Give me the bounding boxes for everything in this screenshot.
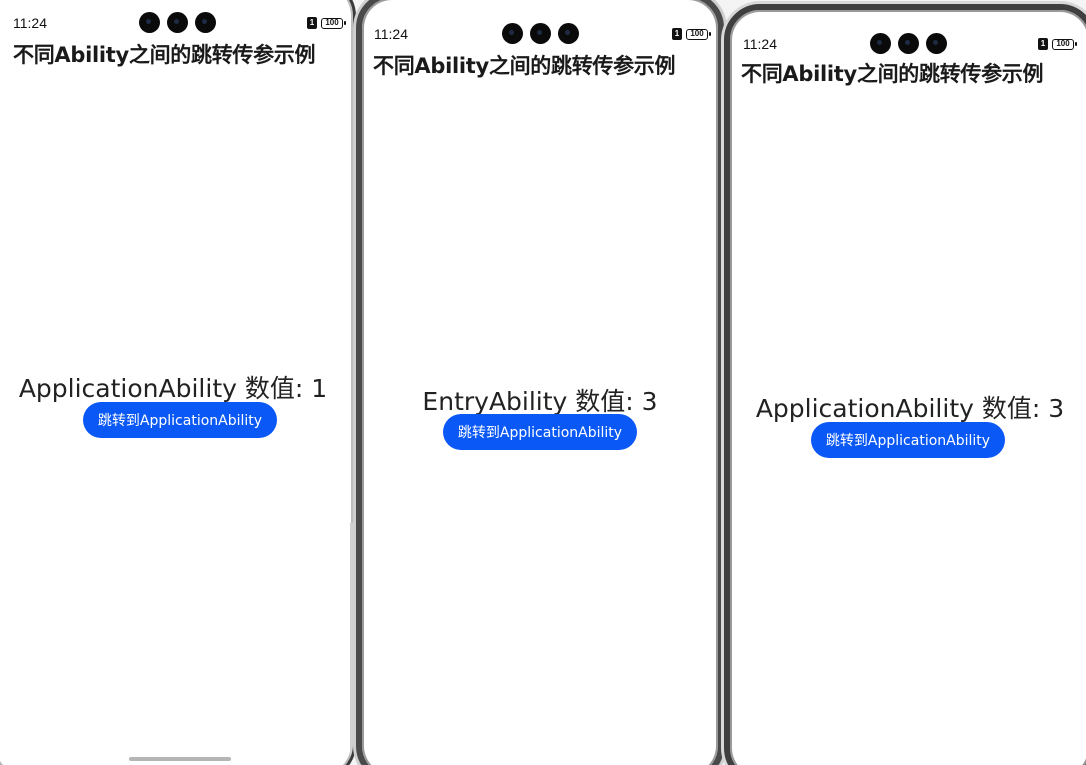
status-icons: 1 100	[307, 17, 346, 29]
ability-value-text: EntryAbility 数值: 3	[422, 387, 658, 416]
sim-icon: 1	[1038, 38, 1048, 50]
phone-screen-1: 11:24 1 100 不同Ability之间的跳转传参示例 Applicati…	[0, 0, 356, 765]
jump-to-application-ability-button[interactable]: 跳转到ApplicationAbility	[811, 422, 1005, 458]
camera-icon	[139, 12, 160, 33]
home-indicator[interactable]	[129, 757, 231, 761]
camera-icon	[558, 23, 579, 44]
camera-cutout	[139, 12, 216, 33]
battery-icon: 100	[321, 17, 346, 29]
status-icons: 1 100	[1038, 38, 1077, 50]
phone-screen-2: 11:24 1 100 不同Ability之间的跳转传参示例 EntryAbil…	[356, 0, 724, 765]
status-icons: 1 100	[672, 28, 711, 40]
ability-value-text: ApplicationAbility 数值: 3	[755, 394, 1065, 423]
page-title: 不同Ability之间的跳转传参示例	[13, 43, 316, 67]
status-bar: 11:24 1 100	[362, 22, 718, 50]
camera-icon	[195, 12, 216, 33]
camera-cutout	[502, 23, 579, 44]
status-time: 11:24	[743, 36, 777, 52]
camera-icon	[898, 33, 919, 54]
camera-cutout	[870, 33, 947, 54]
status-bar: 11:24 1 100	[730, 32, 1086, 60]
camera-icon	[926, 33, 947, 54]
jump-to-application-ability-button[interactable]: 跳转到ApplicationAbility	[443, 414, 637, 450]
camera-icon	[530, 23, 551, 44]
status-time: 11:24	[374, 26, 408, 42]
jump-to-application-ability-button[interactable]: 跳转到ApplicationAbility	[83, 402, 277, 438]
battery-icon: 100	[686, 28, 711, 40]
ability-value-text: ApplicationAbility 数值: 1	[18, 374, 328, 403]
camera-icon	[870, 33, 891, 54]
camera-icon	[502, 23, 523, 44]
sim-icon: 1	[307, 17, 317, 29]
camera-icon	[167, 12, 188, 33]
page-title: 不同Ability之间的跳转传参示例	[373, 54, 676, 78]
status-time: 11:24	[13, 15, 47, 31]
battery-icon: 100	[1052, 38, 1077, 50]
status-bar: 11:24 1 100	[0, 11, 353, 39]
scroll-edge	[350, 523, 353, 765]
page-title: 不同Ability之间的跳转传参示例	[741, 62, 1044, 86]
sim-icon: 1	[672, 28, 682, 40]
phone-screen-3: 11:24 1 100 不同Ability之间的跳转传参示例 Applicati…	[724, 4, 1086, 765]
